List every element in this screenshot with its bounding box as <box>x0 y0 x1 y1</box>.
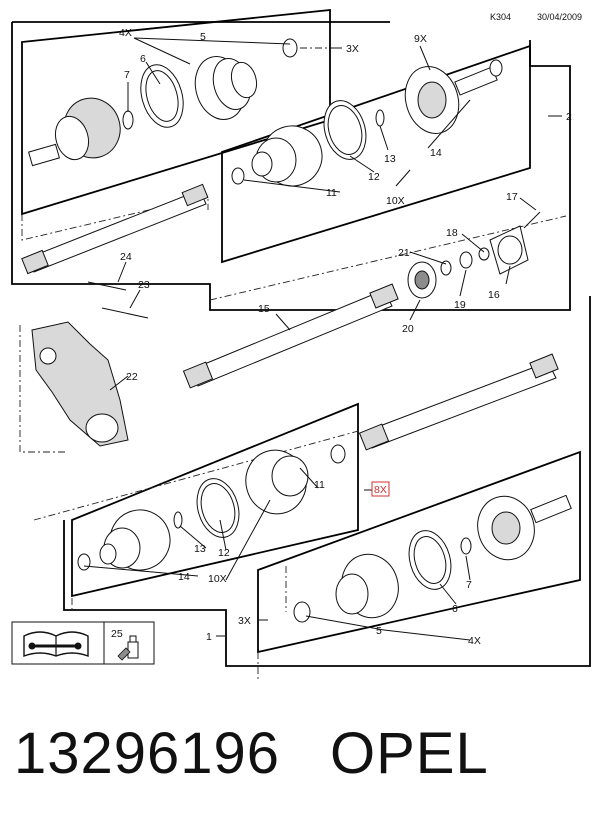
highlight-box-8x <box>371 481 390 497</box>
callout-19: 19 <box>454 299 466 311</box>
callout-11-upper: 11 <box>326 187 337 199</box>
callout-labels: 4X 5 6 7 3X 9X 2 13 14 12 11 10X 17 18 2… <box>119 27 572 647</box>
callout-15: 15 <box>258 303 270 315</box>
callout-13-upper: 13 <box>384 153 396 165</box>
bolt-17 <box>523 211 541 229</box>
callout-5-lower: 5 <box>376 625 382 637</box>
lower-shaft-frame <box>63 296 591 667</box>
lower-joint-panel <box>257 450 581 654</box>
upper-boot-bellows <box>194 56 258 120</box>
upper-circlip-7 <box>122 110 134 130</box>
callout-24: 24 <box>120 251 132 263</box>
upper-outer-band <box>323 100 367 160</box>
callout-18: 18 <box>446 227 458 239</box>
upper-clamp-5 <box>282 38 298 58</box>
leader-lines <box>83 37 562 641</box>
callout-12-upper: 12 <box>368 171 380 183</box>
callout-13-lower: 13 <box>194 543 206 555</box>
callout-6-upper: 6 <box>140 53 146 65</box>
upper-outer-boot <box>251 125 323 187</box>
callout-10x-lower: 10X <box>208 573 227 585</box>
bracket-22 <box>31 321 129 447</box>
intermediate-shaft-15 <box>182 283 399 389</box>
diagram-code: K304 <box>490 12 511 22</box>
callout-22: 22 <box>126 371 138 383</box>
lower-inner-band <box>196 478 240 538</box>
lower-small-clamp <box>77 553 91 571</box>
callout-16: 16 <box>488 289 500 301</box>
upper-shaft-frame <box>11 21 571 311</box>
upper-retaining-ring <box>375 109 385 127</box>
legend-box: 25 <box>11 621 155 665</box>
callout-3x-upper: 3X <box>346 43 359 55</box>
lower-tripod-boot <box>245 449 309 515</box>
callout-5-upper: 5 <box>200 31 206 43</box>
grease-tube-icon <box>117 635 139 661</box>
lower-outer-boot <box>335 553 399 619</box>
circlip-21 <box>440 260 452 276</box>
bearing-housing-16 <box>489 225 529 275</box>
legend-item-25: 25 <box>111 628 123 640</box>
lower-retaining-ring <box>173 511 183 529</box>
callout-23: 23 <box>138 279 150 291</box>
callout-4x-upper: 4X <box>119 27 132 39</box>
bearing-20 <box>407 261 437 299</box>
upper-half-shaft <box>21 183 209 275</box>
phantom-boundaries <box>19 47 567 680</box>
callout-4x-lower: 4X <box>468 635 481 647</box>
lower-clamp-5 <box>293 601 311 623</box>
callout-8x: 8X <box>374 484 387 496</box>
lower-clamp-11 <box>330 444 346 464</box>
callout-1: 1 <box>206 631 212 643</box>
diagram-date: 30/04/2009 <box>537 12 582 22</box>
callout-17: 17 <box>506 191 518 203</box>
lower-half-shaft <box>358 353 559 451</box>
callout-14-upper: 14 <box>430 147 442 159</box>
upper-small-clamp <box>231 167 245 185</box>
callout-10x-upper: 10X <box>386 195 405 207</box>
lower-boot-panel <box>71 402 359 598</box>
callout-20: 20 <box>402 323 414 335</box>
upper-outer-circlip <box>489 59 503 77</box>
callout-2: 2 <box>566 111 572 123</box>
upper-boot-6 <box>140 64 184 128</box>
part-number: 13296196 <box>14 721 281 786</box>
callout-6-lower: 6 <box>452 603 458 615</box>
callout-7-upper: 7 <box>124 69 130 81</box>
lower-boot-6 <box>408 530 452 590</box>
part-footer: 13296196 OPEL <box>0 700 600 815</box>
circlip-19 <box>459 251 473 269</box>
washer-18 <box>478 247 490 261</box>
callout-7-lower: 7 <box>466 579 472 591</box>
callout-9x: 9X <box>414 33 427 45</box>
lower-inner-boot <box>99 509 171 571</box>
callout-12-lower: 12 <box>218 547 230 559</box>
lower-outer-cv-joint <box>477 494 572 561</box>
upper-inner-cv-joint <box>27 97 121 167</box>
callout-11-lower: 11 <box>314 479 325 491</box>
callout-3x-lower: 3X <box>238 615 251 627</box>
upper-outer-cv-joint <box>404 66 498 134</box>
repair-manual-icon <box>23 631 89 658</box>
bolt-24 <box>87 281 127 291</box>
bolt-23 <box>101 307 149 319</box>
brand-name: OPEL <box>330 721 489 786</box>
callout-14-lower: 14 <box>178 571 190 583</box>
callout-21: 21 <box>398 247 410 259</box>
exploded-drive-shaft-diagram: K304 30/04/2009 <box>11 9 591 680</box>
lower-circlip-7 <box>460 537 472 555</box>
